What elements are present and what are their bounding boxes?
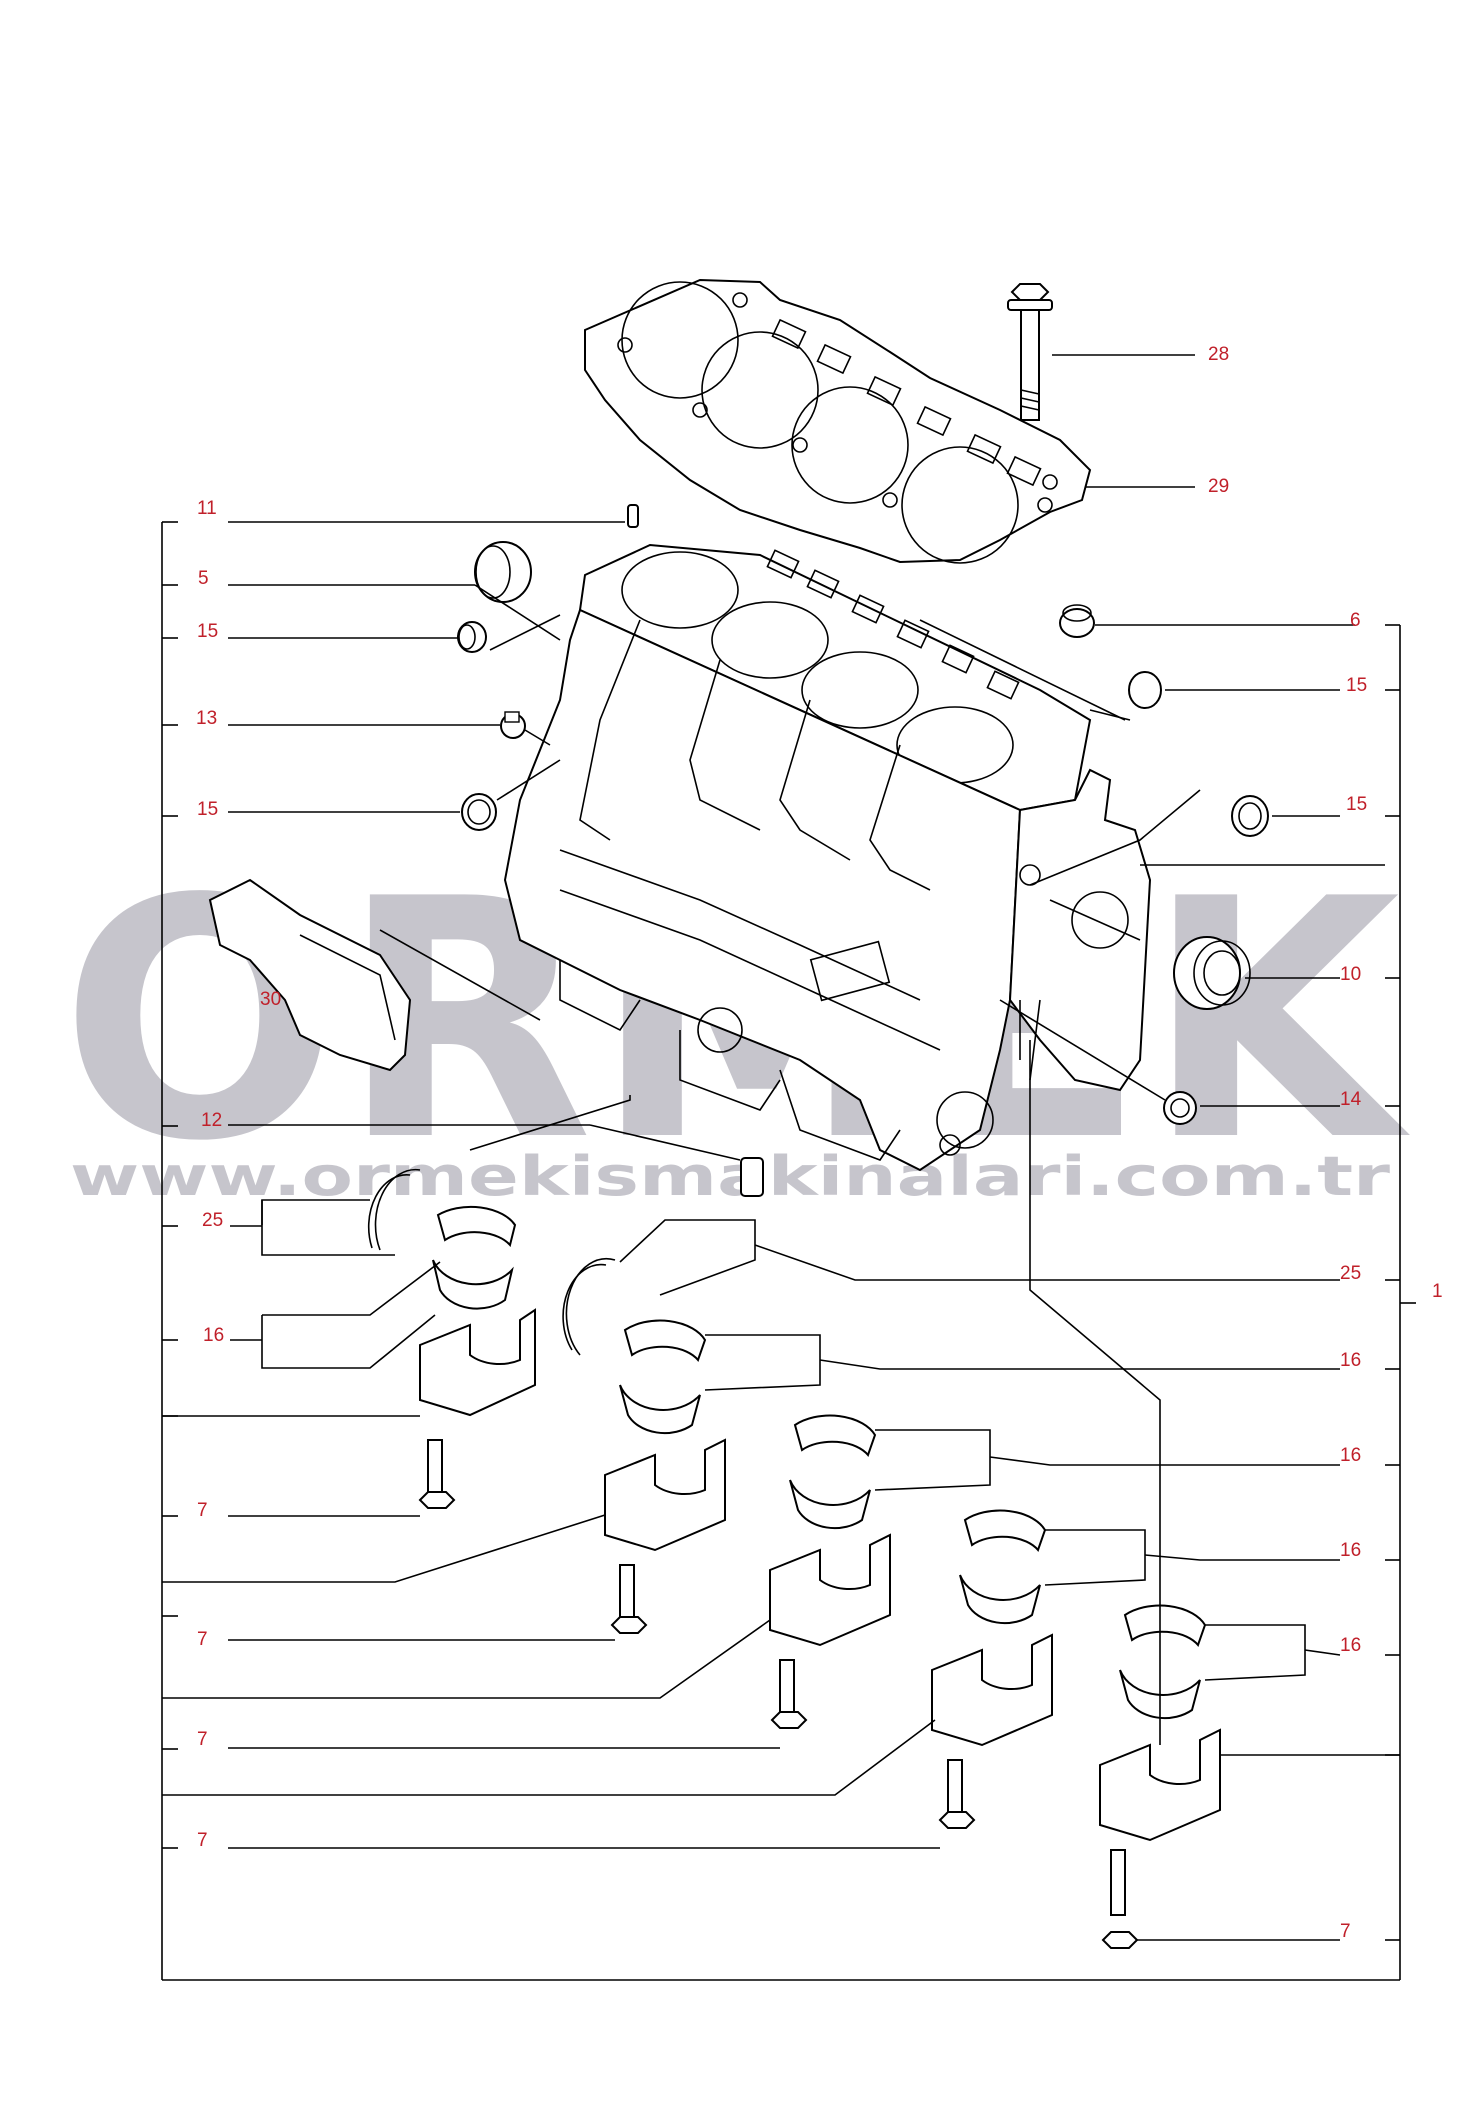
callout-7-2: 7 [197, 1629, 208, 1650]
bearing-set-1 [418, 1205, 536, 1509]
callout-labels: 11 5 15 13 15 30 12 25 16 7 7 7 7 28 29 … [196, 344, 1443, 1942]
callout-7-3: 7 [197, 1729, 208, 1750]
bushing-10 [1173, 936, 1251, 1010]
callout-15-left-2: 15 [197, 799, 218, 820]
plug-15c [1128, 671, 1162, 709]
callout-5: 5 [198, 568, 209, 589]
head-gasket [584, 278, 1092, 564]
callout-10: 10 [1340, 964, 1361, 985]
callout-7-1: 7 [197, 1500, 208, 1521]
oil-pan-rail-30 [208, 878, 412, 1072]
callout-29: 29 [1208, 476, 1229, 497]
callout-16-right-2: 16 [1340, 1445, 1361, 1466]
callout-1: 1 [1432, 1281, 1443, 1302]
callout-30: 30 [260, 989, 281, 1010]
dowel-pin [627, 504, 639, 528]
plug-15b [461, 793, 497, 831]
head-bolt [1007, 283, 1053, 421]
plug-14 [1163, 1091, 1197, 1125]
bearing-set-2 [604, 1319, 726, 1634]
callout-12: 12 [201, 1110, 222, 1131]
callout-15-left-1: 15 [197, 621, 218, 642]
watermark-url: www.ormekismakinalari.com.tr [70, 1145, 1391, 1208]
plug-15a [457, 621, 487, 653]
callout-7-4: 7 [197, 1830, 208, 1851]
bearing-set-4 [931, 1509, 1053, 1829]
bearing-set-3 [769, 1414, 891, 1729]
callout-16-right-1: 16 [1340, 1350, 1361, 1371]
callout-16-right-3: 16 [1340, 1540, 1361, 1561]
plug-12 [740, 1157, 764, 1197]
leader-lines [162, 354, 1400, 1941]
callout-16-right-4: 16 [1340, 1635, 1361, 1656]
callout-14: 14 [1340, 1089, 1362, 1110]
callout-16-left: 16 [203, 1325, 224, 1346]
watermark-accent-icon [130, 900, 160, 930]
cylinder-block [503, 543, 1152, 1172]
plug-13 [500, 711, 526, 739]
callout-11: 11 [197, 498, 217, 519]
callout-15-right-1: 15 [1346, 675, 1367, 696]
callout-28: 28 [1208, 344, 1229, 365]
plug-5 [474, 541, 532, 603]
callout-25-left: 25 [202, 1210, 223, 1231]
plug-15d [1231, 795, 1269, 837]
callout-15-right-2: 15 [1346, 794, 1367, 815]
callout-13: 13 [196, 708, 217, 729]
thrust-washer-right [562, 1257, 616, 1356]
callout-25-right: 25 [1340, 1263, 1361, 1284]
assembly-bracket [161, 521, 1416, 1981]
callout-6: 6 [1350, 610, 1361, 631]
thrust-washer-left [367, 1168, 421, 1251]
plug-6 [1059, 604, 1095, 638]
callout-7-right: 7 [1340, 1921, 1351, 1942]
